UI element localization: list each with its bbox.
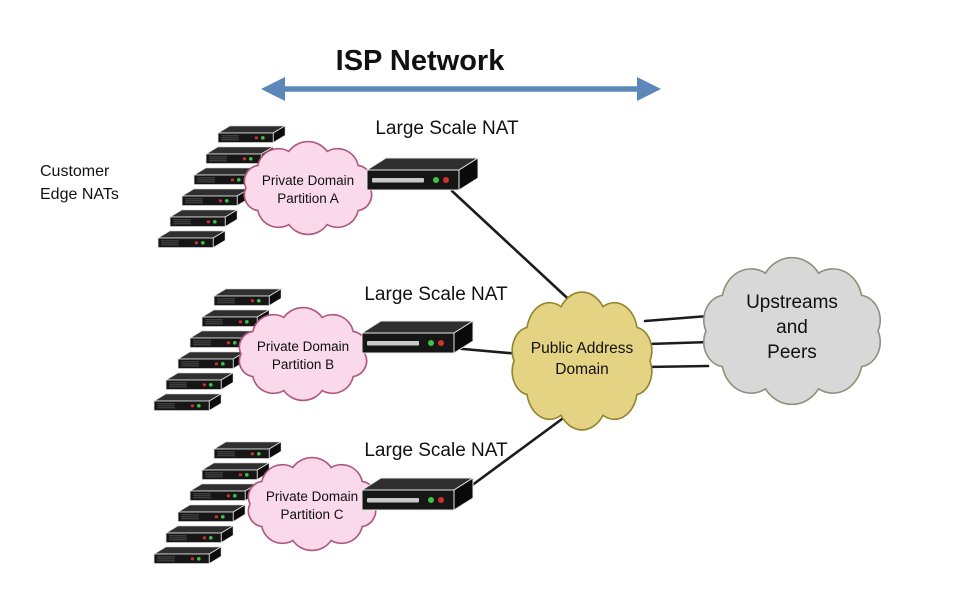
upstreams-label-line2: and xyxy=(776,317,808,338)
edge-nat-device xyxy=(157,230,226,249)
edge-nat-device xyxy=(153,393,222,412)
large-scale-nat-label-b: Large Scale NAT xyxy=(364,284,508,305)
link-lsn-b-to-public xyxy=(450,346,522,356)
customer-edge-label-line2: Edge NATs xyxy=(40,186,119,203)
customer-edge-label-line1: Customer xyxy=(40,163,110,180)
edge-nat-device xyxy=(177,351,246,370)
large-scale-nat-label-a: Large Scale NAT xyxy=(375,118,519,139)
edge-nat-device xyxy=(165,372,234,391)
private-domain-cloud-c xyxy=(247,457,377,551)
edge-nat-device xyxy=(213,441,282,460)
partition-c-label-line2: Partition C xyxy=(280,507,343,522)
partition-a-label-line1: Private Domain xyxy=(262,173,354,188)
partition-b-label-line2: Partition B xyxy=(272,357,334,372)
edge-nat-device xyxy=(189,483,258,502)
upstreams-label-line1: Upstreams xyxy=(746,292,838,313)
link-public-to-peers-3 xyxy=(643,364,710,369)
diagram-title: ISP Network xyxy=(336,45,506,77)
public-address-label-line1: Public Address xyxy=(531,340,634,357)
link-public-to-peers-2 xyxy=(646,340,712,346)
lsn-router-c xyxy=(361,477,474,511)
edge-nat-device xyxy=(165,525,234,543)
lsn-router-b xyxy=(361,320,474,354)
lsn-router-a xyxy=(366,157,479,191)
link-public-to-peers-1 xyxy=(643,314,710,323)
partition-c-label-line1: Private Domain xyxy=(266,489,358,504)
edge-nat-device xyxy=(177,504,246,522)
upstreams-label-line3: Peers xyxy=(767,342,817,363)
private-domain-cloud-b xyxy=(238,307,368,401)
public-address-label-line2: Domain xyxy=(555,361,608,378)
arrow-head-left-icon xyxy=(261,77,285,101)
edge-nat-device xyxy=(169,209,238,228)
isp-network-span-arrow xyxy=(261,77,661,101)
partition-b-label-line1: Private Domain xyxy=(257,339,349,354)
arrow-head-right-icon xyxy=(637,77,661,101)
edge-nat-device xyxy=(153,546,222,564)
partition-a-label-line2: Partition A xyxy=(277,191,339,206)
edge-nat-device xyxy=(213,288,282,307)
large-scale-nat-label-c: Large Scale NAT xyxy=(364,440,508,461)
edge-nat-device xyxy=(181,188,250,207)
edge-nat-device xyxy=(217,125,286,144)
link-lsn-a-to-public xyxy=(450,189,580,310)
edge-nat-device xyxy=(201,462,270,481)
private-domain-cloud-a xyxy=(243,141,373,235)
